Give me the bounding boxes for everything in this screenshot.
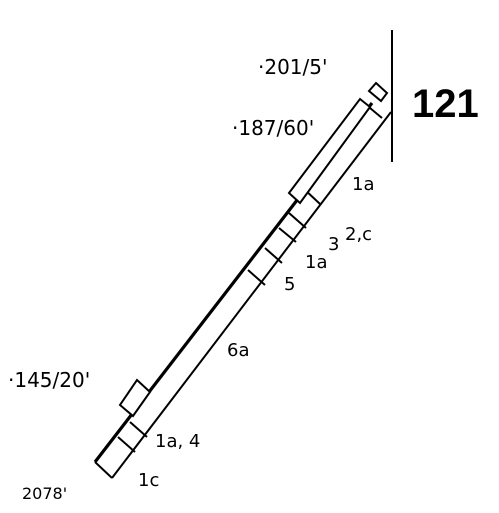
top-marker-145 [118, 378, 152, 418]
top-marker-201 [367, 81, 389, 103]
unit-label-5: 5 [284, 274, 295, 295]
unit-label-1c: 1c [138, 470, 159, 491]
top-marker-187 [287, 97, 372, 205]
unit-divider-4 [278, 227, 297, 243]
unit-divider-8 [117, 436, 136, 453]
unit-label-6a: 6a [227, 340, 249, 361]
column-bottom-cap [94, 461, 113, 479]
section-number: 121 [412, 82, 479, 126]
top-label-201: ·201/5' [258, 55, 328, 79]
total-depth-label: 2078' [22, 484, 67, 503]
unit-label-1a-4: 1a, 4 [155, 431, 200, 452]
column-right-edge [111, 111, 392, 479]
unit-label-2c: 2,c [345, 224, 372, 245]
unit-divider-3 [288, 212, 307, 229]
unit-divider-5 [264, 247, 283, 264]
top-label-145: ·145/20' [8, 368, 90, 392]
unit-label-1a-mid: 1a [305, 252, 327, 273]
unit-divider-6 [247, 269, 266, 286]
unit-label-1a-upper: 1a [352, 174, 374, 195]
unit-divider-7 [129, 421, 148, 438]
top-label-187: ·187/60' [232, 116, 314, 140]
unit-label-3: 3 [328, 234, 339, 255]
